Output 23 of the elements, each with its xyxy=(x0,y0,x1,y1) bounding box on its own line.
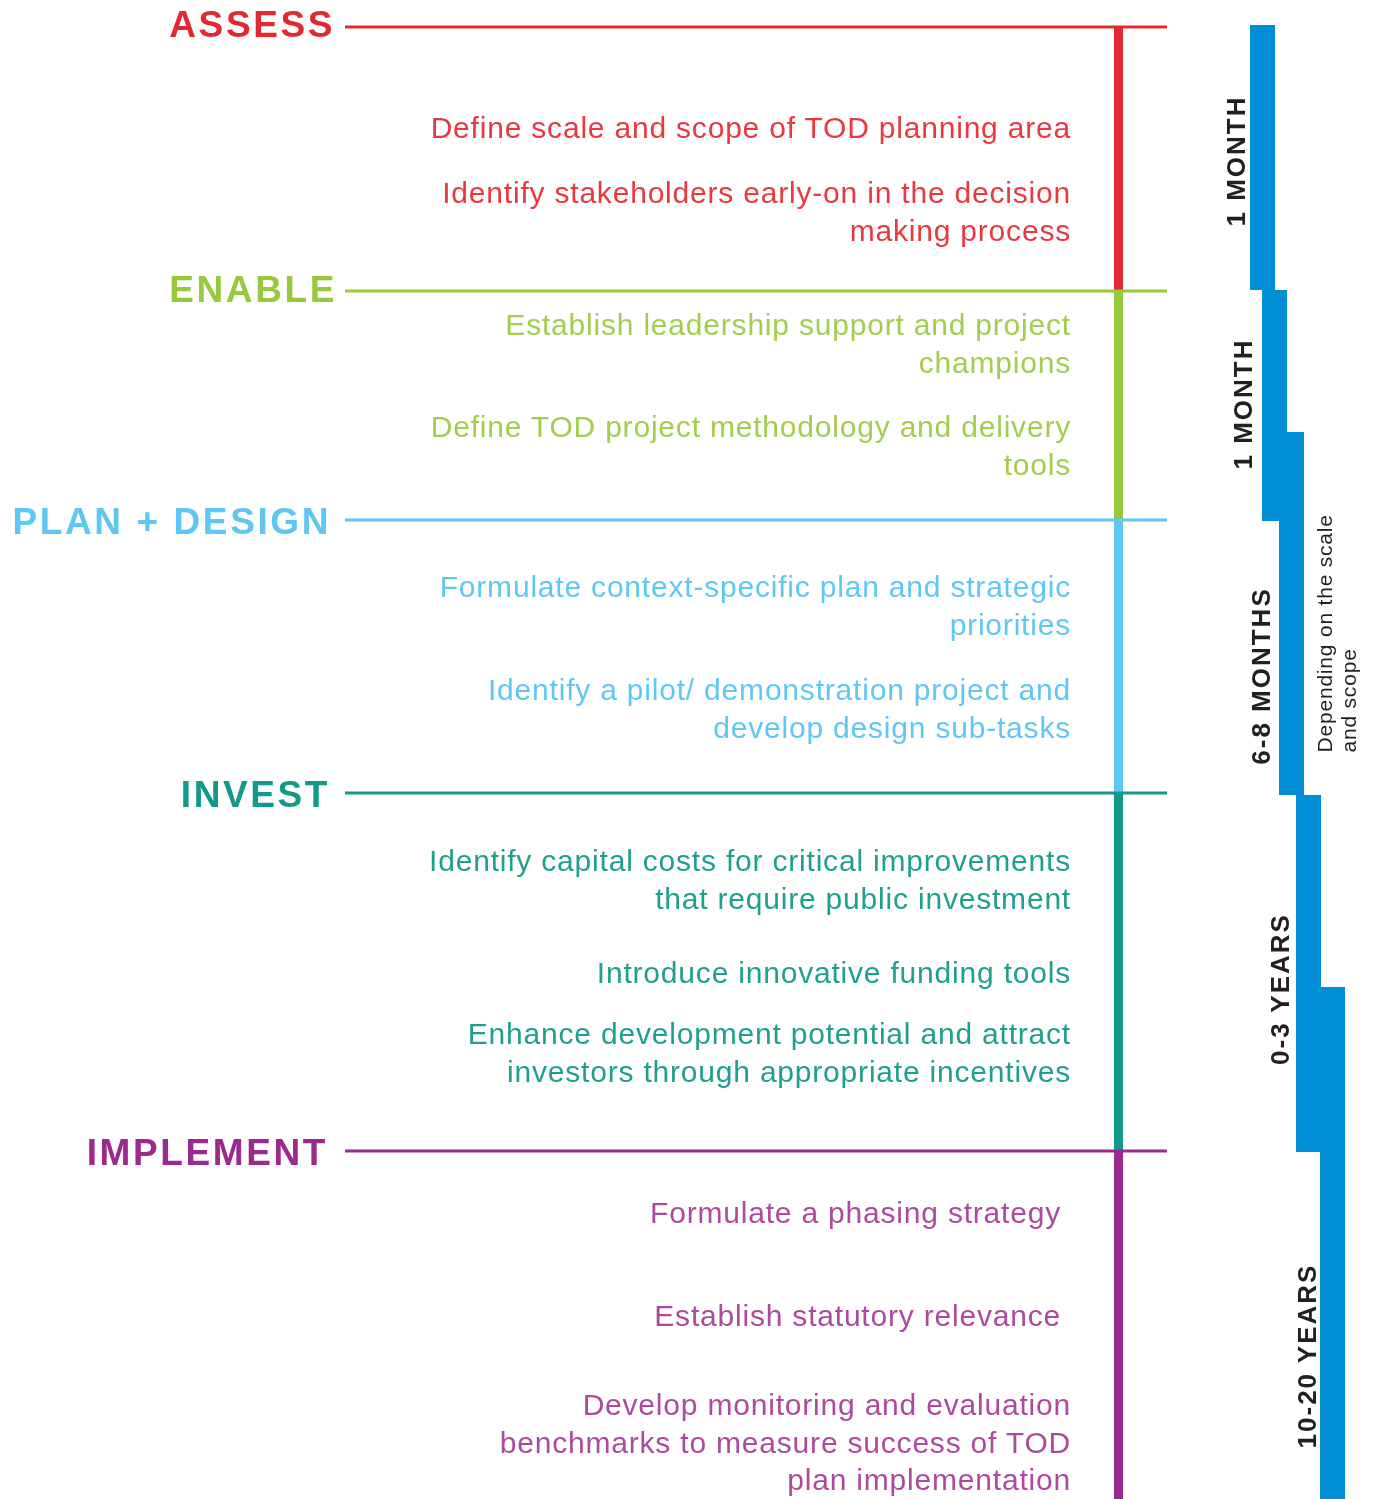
task-text: Identify capital costs for critical improvements that require public investment xyxy=(428,843,1071,917)
duration-label: 1 MONTH xyxy=(1222,94,1250,229)
task-text: Introduce innovative funding tools xyxy=(595,955,1071,991)
task-text: Formulate context-specific plan and strategic priorities xyxy=(438,569,1071,643)
task-text: Establish leadership support and project champions xyxy=(504,307,1071,381)
task-text: Establish statutory relevance xyxy=(653,1298,1061,1334)
phase-heading: ASSESS xyxy=(168,5,335,45)
phase-heading: PLAN + DESIGN xyxy=(11,502,331,542)
duration-label: 6-8 MONTHS xyxy=(1247,586,1275,767)
task-text: Develop monitoring and evaluation benchmarks to measure success of TOD plan implementation xyxy=(498,1387,1071,1498)
task-text: Define TOD project methodology and delivery tools xyxy=(429,409,1071,483)
task-text: Identify stakeholders early-on in the decision making process xyxy=(441,175,1071,249)
phase-heading: ENABLE xyxy=(168,270,337,310)
phase-heading: IMPLEMENT xyxy=(85,1133,328,1173)
task-text: Identify a pilot/ demonstration project and develop design sub-tasks xyxy=(486,672,1071,746)
task-text: Enhance development potential and attract investors through appropriate incentives xyxy=(466,1016,1071,1090)
duration-label: 1 MONTH xyxy=(1229,337,1257,472)
duration-label: 10-20 YEARS xyxy=(1293,1262,1321,1451)
task-text: Define scale and scope of TOD planning area xyxy=(429,110,1071,146)
phase-heading: INVEST xyxy=(179,775,330,815)
duration-note: Depending on the scale and scope xyxy=(1312,513,1360,753)
duration-label: 0-3 YEARS xyxy=(1266,912,1294,1067)
task-text: Formulate a phasing strategy xyxy=(649,1195,1061,1231)
